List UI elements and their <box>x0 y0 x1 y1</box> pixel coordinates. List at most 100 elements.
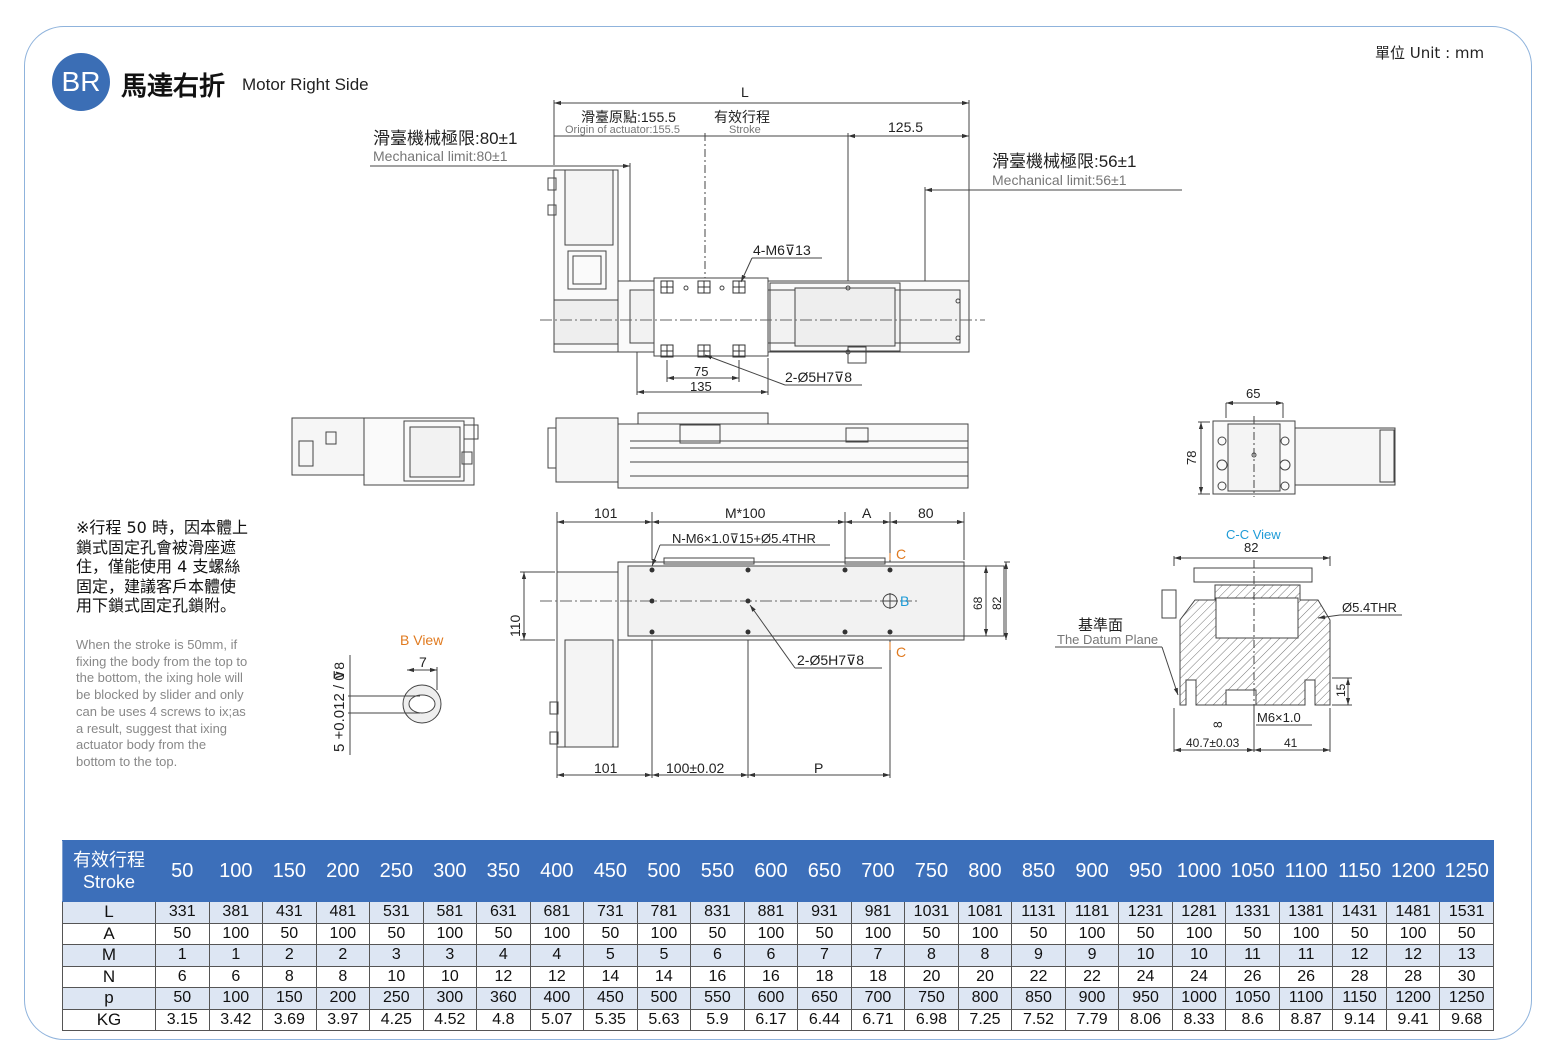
row-label: A <box>62 922 156 945</box>
table-cell: 50 <box>583 922 638 945</box>
table-cell: 1250 <box>1439 987 1494 1010</box>
stroke-col-header: 750 <box>904 840 959 902</box>
table-cell: 8 <box>957 944 1013 967</box>
stroke-header-zh: 有效行程 <box>73 850 145 870</box>
table-cell: 6.71 <box>850 1008 906 1031</box>
dim-75: 75 <box>694 364 708 379</box>
dim-110: 110 <box>507 614 523 637</box>
table-cell: 100 <box>529 922 585 945</box>
table-cell: 10 <box>1118 944 1173 967</box>
table-cell: 9.14 <box>1332 1008 1387 1031</box>
table-cell: 12 <box>1385 944 1441 967</box>
stroke-zh: 有效行程 <box>714 109 770 125</box>
table-cell: 50 <box>1118 922 1173 945</box>
section-mark-c-top: C <box>896 546 906 562</box>
table-cell: 300 <box>422 987 478 1010</box>
dim-a: A <box>862 505 872 521</box>
table-cell: 6.44 <box>797 1008 852 1031</box>
table-cell: 100 <box>1385 922 1441 945</box>
table-cell: 18 <box>850 965 906 988</box>
table-cell: 550 <box>690 987 745 1010</box>
table-cell: 1281 <box>1171 901 1227 924</box>
row-label: N <box>62 965 156 988</box>
cc-dim-8: 8 <box>1211 721 1225 728</box>
table-cell: 8 <box>904 944 959 967</box>
cc-view-labels: C-C View 82 Ø5.4THR 基準面 The Datum Plane … <box>1057 527 1397 750</box>
table-cell: 6 <box>743 944 799 967</box>
dim-101-bottom: 101 <box>594 760 618 776</box>
cc-dim-82: 82 <box>1244 540 1258 555</box>
table-cell: 13 <box>1439 944 1494 967</box>
table-cell: 881 <box>743 901 799 924</box>
table-cell: 28 <box>1332 965 1387 988</box>
table-cell: 3.97 <box>315 1008 371 1031</box>
dim-m100: M*100 <box>725 505 766 521</box>
table-cell: 8 <box>315 965 371 988</box>
table-cell: 1000 <box>1171 987 1227 1010</box>
table-cell: 1331 <box>1225 901 1280 924</box>
pin-label-bottom: 2-Ø5H7⊽8 <box>797 652 864 668</box>
table-cell: 100 <box>850 922 906 945</box>
table-cell: 11 <box>1278 944 1334 967</box>
table-cell: 3.42 <box>208 1008 264 1031</box>
stroke-col-header: 1150 <box>1332 840 1387 902</box>
end-view-right <box>1198 400 1396 497</box>
table-cell: 781 <box>636 901 692 924</box>
stroke-col-header: 800 <box>957 840 1013 902</box>
dim-135: 135 <box>690 379 712 394</box>
table-cell: 4 <box>476 944 531 967</box>
table-cell: 8.33 <box>1171 1008 1227 1031</box>
thread-label: N-M6×1.0⊽15+Ø5.4THR <box>672 531 816 546</box>
table-cell: 8.06 <box>1118 1008 1173 1031</box>
side-view <box>547 412 969 489</box>
table-cell: 2 <box>262 944 317 967</box>
table-cell: 8.6 <box>1225 1008 1280 1031</box>
table-cell: 1131 <box>1011 901 1066 924</box>
table-cell: 4.52 <box>422 1008 478 1031</box>
table-cell: 7.52 <box>1011 1008 1066 1031</box>
table-cell: 1150 <box>1332 987 1387 1010</box>
table-cell: 24 <box>1171 965 1227 988</box>
stroke-col-header: 250 <box>369 840 424 902</box>
datum-plane-en: The Datum Plane <box>1057 632 1158 647</box>
table-cell: 431 <box>262 901 317 924</box>
table-cell: 4.8 <box>476 1008 531 1031</box>
row-label: KG <box>62 1008 156 1031</box>
table-cell: 9.41 <box>1385 1008 1441 1031</box>
table-cell: 331 <box>155 901 210 924</box>
dim-125-5: 125.5 <box>888 119 923 135</box>
table-cell: 1381 <box>1278 901 1334 924</box>
b-view-title: B View <box>400 632 444 648</box>
table-cell: 3.15 <box>155 1008 210 1031</box>
cc-dim-15: 15 <box>1334 683 1348 697</box>
table-cell: 6 <box>155 965 210 988</box>
end-view-left <box>291 417 479 486</box>
b-view-tolerance: 5 +0.012 / 0 <box>331 672 348 752</box>
table-cell: 1231 <box>1118 901 1173 924</box>
table-cell: 50 <box>155 922 210 945</box>
table-cell: 6 <box>208 965 264 988</box>
cc-section-view <box>1055 555 1402 753</box>
table-cell: 1 <box>155 944 210 967</box>
datum-plane-zh: 基準面 <box>1078 617 1123 634</box>
table-cell: 2 <box>315 944 371 967</box>
b-view-dim-7: 7 <box>419 654 427 670</box>
b-view-depth: ⊽8 <box>331 662 347 680</box>
table-cell: 6.17 <box>743 1008 799 1031</box>
stroke-col-header: 1000 <box>1171 840 1227 902</box>
dim-82: 82 <box>990 596 1004 610</box>
dim-65: 65 <box>1246 386 1260 401</box>
table-cell: 681 <box>529 901 585 924</box>
table-cell: 4.25 <box>369 1008 424 1031</box>
table-cell: 100 <box>1278 922 1334 945</box>
page-title-zh: 馬達右折 <box>121 72 226 102</box>
table-cell: 18 <box>797 965 852 988</box>
table-cell: 11 <box>1225 944 1280 967</box>
page-frame <box>24 26 1532 1040</box>
table-cell: 850 <box>1011 987 1066 1010</box>
table-cell: 50 <box>1439 922 1494 945</box>
stroke-en: Stroke <box>729 124 761 136</box>
mech-limit-right-en: Mechanical limit:56±1 <box>992 172 1127 188</box>
table-cell: 1050 <box>1225 987 1280 1010</box>
